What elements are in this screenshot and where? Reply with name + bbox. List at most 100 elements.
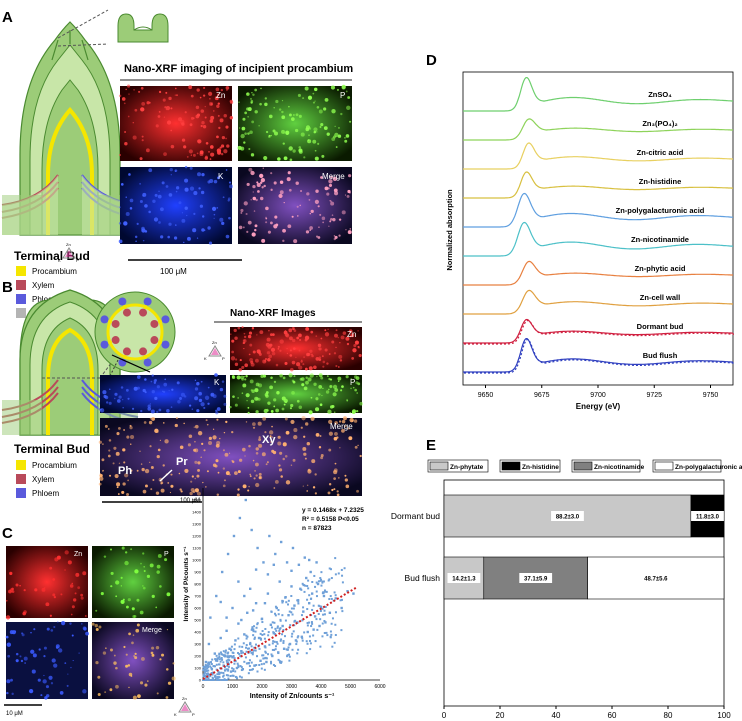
scatter-point (295, 643, 298, 646)
scatter-point (270, 653, 273, 656)
scatter-point (215, 594, 218, 598)
scatter-point (218, 663, 221, 666)
scatter-point (216, 676, 219, 679)
y-tick-label: 1100 (192, 546, 201, 551)
scatter-point (218, 655, 221, 658)
scatter-point (271, 642, 274, 645)
scatter-point (307, 579, 310, 582)
scatter-point (337, 572, 340, 575)
scatter-point (249, 587, 252, 590)
scatter-point (328, 611, 332, 614)
scatter-point (243, 660, 246, 663)
legend-swatch (16, 294, 26, 304)
scatter-point (209, 665, 212, 668)
scatter-point (247, 647, 250, 650)
bar-value-label: 37.1±5.9 (524, 577, 548, 583)
scatter-point (223, 654, 226, 657)
y-tick-label: 1300 (192, 522, 202, 527)
scatter-point (229, 675, 232, 678)
bar-value-label: 11.8±3.0 (696, 515, 720, 521)
scatter-point (314, 640, 317, 643)
xanes-series-label: Dormant bud (637, 322, 684, 331)
x-tick-label: 20 (496, 711, 505, 720)
svg-text:Zn: Zn (212, 340, 217, 345)
scatter-point (305, 576, 308, 580)
fit-annotation: R² = 0.5158 P<0.05 (302, 516, 359, 523)
scatter-point (227, 677, 230, 680)
scatter-point (226, 664, 229, 667)
legend-label: Zn-polygalacturonic acid (675, 464, 742, 471)
scatter-point (203, 666, 206, 669)
scatter-point (300, 614, 303, 617)
x-tick-label: 9675 (534, 392, 550, 399)
scatter-point (340, 629, 343, 632)
scatter-point (222, 675, 225, 678)
scatter-point (216, 659, 219, 662)
scatter-point (224, 649, 227, 652)
scatter-point (316, 582, 320, 586)
scatter-point (273, 640, 276, 643)
xanes-series-line (463, 289, 733, 315)
scatter-point (304, 584, 307, 587)
scatter-point (256, 623, 259, 626)
scatter-point (313, 615, 317, 618)
scatter-point (296, 621, 299, 624)
scatter-point (237, 666, 240, 669)
scatter-point (317, 580, 320, 583)
scatter-point (227, 651, 230, 654)
scatter-point (234, 670, 237, 673)
scatter-point (292, 630, 295, 633)
scatter-point (312, 628, 315, 631)
xanes-series-label: Zn-histidine (639, 177, 682, 186)
scatter-point (319, 609, 322, 612)
scatter-point (259, 659, 262, 662)
scatter-point (301, 639, 304, 642)
scatter-point (240, 666, 243, 669)
scatter-point (279, 618, 282, 621)
bar-value-label: 88.2±3.0 (556, 515, 580, 521)
scatter-point (233, 662, 236, 665)
scatter-point (296, 599, 299, 602)
scatter-point (226, 552, 230, 556)
scatter-point (214, 665, 217, 668)
legend-swatch (16, 308, 26, 318)
scatter-point (246, 611, 249, 614)
scatter-point (272, 563, 275, 566)
scatter-point (207, 679, 210, 681)
scatter-point (306, 624, 309, 627)
scatter-point (279, 540, 283, 544)
scatter-point (315, 618, 318, 621)
scatter-point (252, 625, 255, 628)
scatter-point (288, 610, 291, 613)
scatter-point (205, 676, 208, 679)
scatter-point (232, 670, 235, 673)
scatter-point (221, 653, 224, 656)
scatter-point (220, 679, 223, 681)
channel-label-merge-c: Merge (142, 627, 162, 634)
scatter-point (318, 624, 321, 628)
scatter-point (208, 663, 211, 666)
scatter-point (296, 636, 299, 639)
scatter-point (253, 636, 256, 639)
scatter-point (282, 640, 285, 643)
scatter-point (333, 641, 336, 644)
scatter-point (215, 677, 218, 680)
scatter-point (264, 627, 267, 630)
scatter-point (281, 614, 284, 617)
svg-text:K: K (204, 356, 207, 361)
xanes-series-line (463, 118, 733, 141)
scatter-point (207, 677, 210, 680)
scatter-point (266, 592, 270, 595)
scatter-point (321, 581, 324, 584)
scatter-point (263, 645, 267, 648)
scatter-point (317, 604, 320, 607)
legend-swatch (16, 280, 26, 290)
scatter-point (306, 598, 309, 601)
scatter-point (221, 679, 224, 681)
scatter-point (225, 616, 228, 619)
scatter-point (284, 596, 287, 599)
